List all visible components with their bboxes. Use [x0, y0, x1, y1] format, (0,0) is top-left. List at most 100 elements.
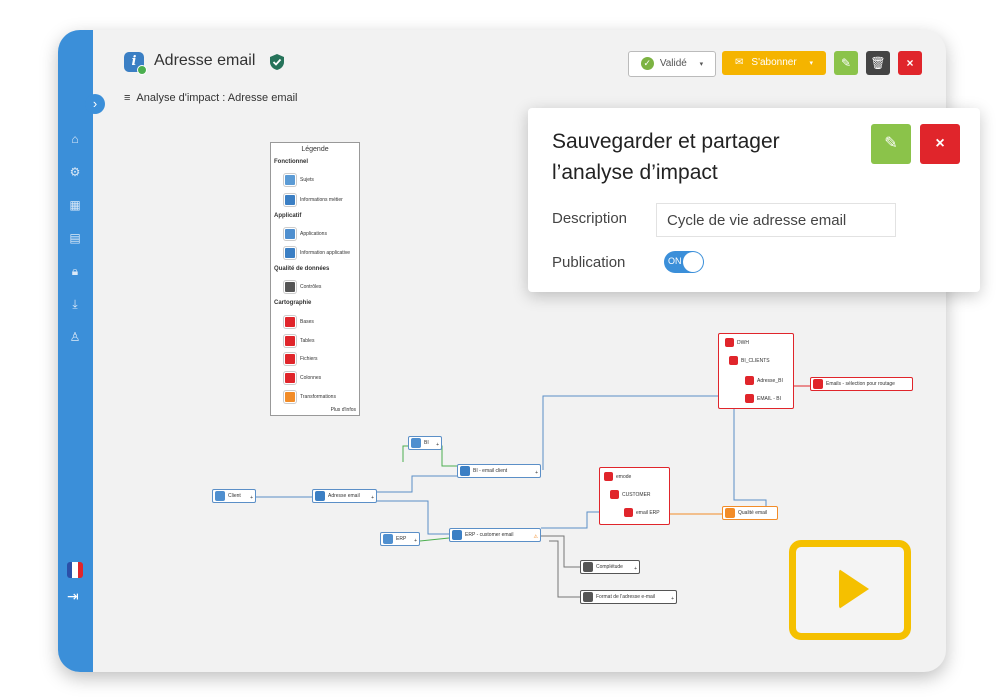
group-row-label: Adresse_BI — [757, 377, 783, 384]
legend-item-bases: Bases — [284, 316, 314, 328]
node-completude[interactable]: Complétude+ — [580, 560, 640, 574]
document-icon[interactable]: ▤ — [69, 231, 81, 245]
user-add-icon[interactable]: ♙ — [69, 330, 81, 344]
db-dwh: DWH — [725, 338, 749, 347]
node-bi-email-client[interactable]: BI - email client+ — [457, 464, 541, 478]
node-label: Format de l'adresse e-mail — [596, 594, 656, 600]
legend-label: Sujets — [300, 177, 314, 183]
transformation-icon — [725, 508, 735, 518]
node-qualite-email[interactable]: Qualité email — [722, 506, 778, 520]
legend-item-controles: Contrôles — [284, 281, 321, 293]
table-icon — [729, 356, 738, 365]
publication-toggle[interactable]: ON — [664, 251, 704, 273]
video-play-button[interactable] — [789, 540, 911, 640]
node-label: Qualité email — [738, 510, 768, 516]
breadcrumb: ≡Analyse d'impact : Adresse email — [124, 92, 298, 104]
group-row-label: emode — [616, 473, 632, 480]
node-label: BI - email client — [473, 468, 508, 474]
node-emails-selection[interactable]: Emails - sélection pour routage — [810, 377, 913, 391]
subscribe-button[interactable]: ✉S'abonner ▾ — [722, 51, 826, 75]
node-label: ERP - customer email — [465, 532, 514, 538]
edge — [733, 400, 767, 506]
legend-label: Tables — [300, 338, 315, 344]
column-email-bi: EMAIL - BI — [745, 394, 781, 403]
save-share-popup: Sauvegarder et partager l’analyse d’impa… — [528, 108, 980, 292]
popup-close-button[interactable]: × — [920, 124, 960, 164]
legend-label: Transformations — [300, 394, 336, 400]
edit-icon: ✎ — [840, 56, 852, 70]
verified-shield-icon — [270, 54, 284, 70]
legend-item-applications: Applications — [284, 228, 327, 240]
node-client[interactable]: Client+ — [212, 489, 256, 503]
db-emode: emode — [604, 472, 631, 481]
edge — [377, 475, 457, 493]
application-icon — [284, 228, 296, 240]
edge — [541, 535, 580, 568]
group-row-label: EMAIL - BI — [757, 395, 781, 402]
column-adresse-bi: Adresse_BI — [745, 376, 783, 385]
download-icon[interactable]: ⤓ — [72, 297, 78, 311]
node-adresse-email[interactable]: Adresse email+ — [312, 489, 377, 503]
caret-down-icon: ▾ — [809, 60, 813, 67]
file-icon — [813, 379, 823, 389]
table-customer: CUSTOMER — [610, 490, 651, 499]
group-dwh[interactable]: DWH BI_CLIENTS Adresse_BI EMAIL - BI — [718, 333, 794, 409]
status-label: Validé — [659, 58, 687, 69]
breadcrumb-text: Analyse d'impact : Adresse email — [136, 92, 298, 104]
group-emode[interactable]: emode CUSTOMER email ERP — [599, 467, 670, 525]
legend-item-colonnes: Colonnes — [284, 372, 321, 384]
control-icon — [583, 562, 593, 572]
trash-icon: 🗑︎ — [870, 56, 886, 70]
legend-label: Contrôles — [300, 284, 322, 290]
grid-icon[interactable]: ▦ — [69, 198, 81, 212]
settings-icon[interactable]: ⚙ — [69, 165, 81, 179]
node-bi[interactable]: BI+ — [408, 436, 442, 450]
legend-label: Fichiers — [300, 356, 318, 362]
control-icon — [583, 592, 593, 602]
group-row-label: BI_CLIENTS — [741, 357, 770, 364]
lock-icon[interactable]: 🔒︎ — [71, 264, 79, 278]
database-icon — [604, 472, 613, 481]
description-input[interactable]: Cycle de vie adresse email — [656, 203, 896, 237]
node-erp[interactable]: ERP+ — [380, 532, 420, 546]
logout-icon[interactable]: ⇥ — [67, 588, 79, 604]
node-erp-customer-email[interactable]: ERP - customer email ⚠ — [449, 528, 541, 542]
database-icon — [725, 338, 734, 347]
edge — [402, 445, 457, 467]
table-icon — [284, 335, 296, 347]
popup-title: Sauvegarder et partager l’analyse d’impa… — [552, 130, 780, 184]
legend-item-transformations: Transformations — [284, 391, 336, 403]
toggle-on-label: ON — [668, 256, 682, 266]
legend-item-informations-metier: Informations métier — [284, 194, 343, 206]
node-label: Emails - sélection pour routage — [826, 381, 895, 387]
home-icon[interactable]: ⌂ — [71, 132, 79, 146]
legend-section-applicatif: Applicatif — [274, 213, 302, 219]
legend-item-sujets: Sujets — [284, 174, 314, 186]
delete-button[interactable]: 🗑︎ — [866, 51, 890, 75]
information-metier-icon — [315, 491, 325, 501]
node-format-adresse[interactable]: Format de l'adresse e-mail+ — [580, 590, 677, 604]
information-metier-icon: i — [124, 52, 147, 75]
column-icon — [284, 372, 296, 384]
close-button[interactable]: × — [898, 51, 922, 75]
sidebar-toggle-chevron-icon[interactable]: › — [85, 94, 105, 114]
legend-section-fonctionnel: Fonctionnel — [274, 159, 308, 165]
warning-icon: ⚠ — [533, 534, 538, 540]
pencil-icon: ✎ — [884, 135, 898, 152]
status-dropdown[interactable]: ✓Validé ▾ — [628, 51, 716, 77]
transformation-icon — [284, 391, 296, 403]
subject-icon — [284, 174, 296, 186]
edit-button[interactable]: ✎ — [834, 51, 858, 75]
information-applicative-icon — [452, 530, 462, 540]
node-label: ERP — [396, 536, 407, 542]
table-bi-clients: BI_CLIENTS — [729, 356, 770, 365]
legend-section-qualite: Qualité de données — [274, 266, 330, 272]
more-info-link[interactable]: Plus d'infos — [330, 407, 356, 413]
french-flag-icon[interactable] — [67, 562, 83, 578]
information-applicative-icon — [460, 466, 470, 476]
popup-edit-button[interactable]: ✎ — [871, 124, 911, 164]
subscribe-label: S'abonner — [751, 57, 797, 68]
information-applicative-icon — [284, 247, 296, 259]
column-email-erp: email ERP — [624, 508, 660, 517]
legend-label: Applications — [300, 231, 327, 237]
